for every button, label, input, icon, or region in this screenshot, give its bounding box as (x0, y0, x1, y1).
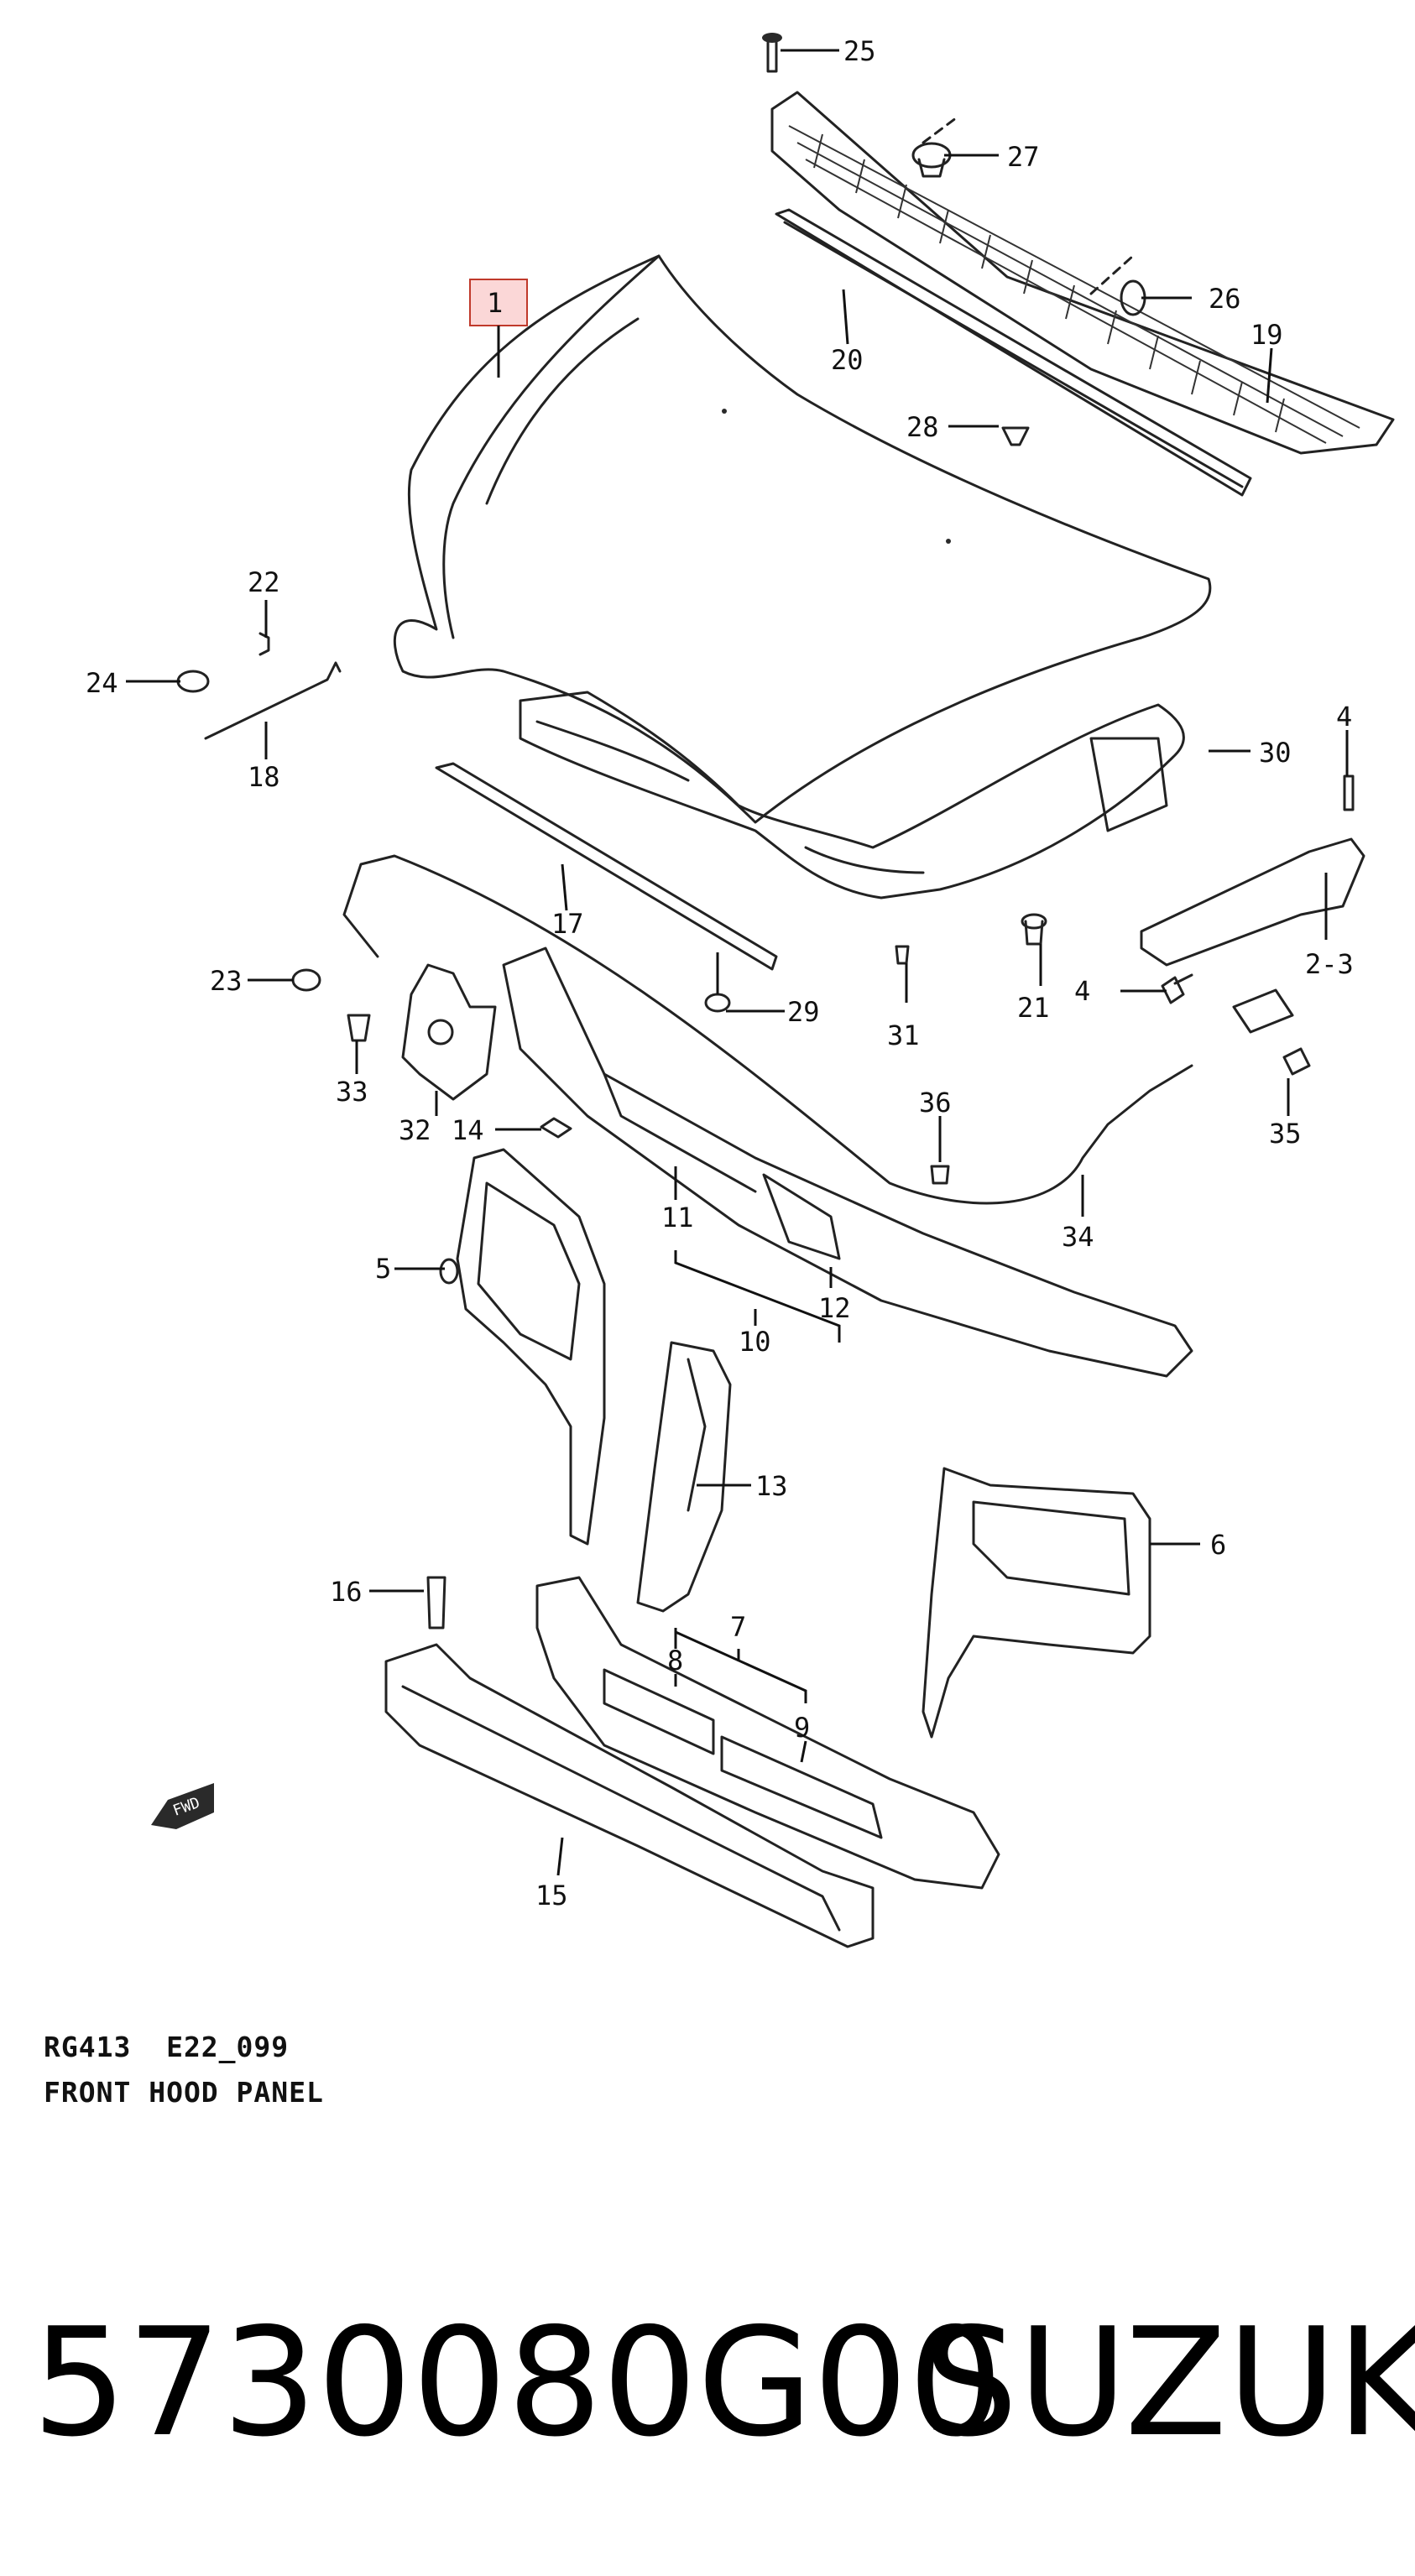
hood-hinge-bracket (1140, 837, 1365, 967)
hood-release-cable (342, 854, 1193, 1205)
callout-34: 34 (1062, 1221, 1094, 1253)
callout-11: 11 (661, 1202, 694, 1233)
callout-9: 9 (794, 1712, 810, 1744)
cowl-seal (775, 208, 1252, 497)
callout-22: 22 (248, 566, 280, 598)
callout-36: 36 (919, 1087, 952, 1119)
callout-31: 31 (887, 1019, 920, 1051)
callout-18: 18 (248, 761, 280, 793)
hood-support-rod (204, 661, 342, 740)
leader-lines (126, 49, 1349, 1876)
highlight-box (469, 279, 528, 326)
callout-4b: 4 (1074, 975, 1090, 1007)
side-member-right (922, 1467, 1151, 1739)
callout-7: 7 (730, 1611, 746, 1643)
callout-1: 1 (487, 287, 503, 319)
brand-name: SUZUKI (923, 2296, 1415, 2469)
callout-21: 21 (1017, 992, 1050, 1024)
lower-support-member (535, 1576, 1000, 1890)
bumper-reinforcement (384, 1643, 875, 1948)
side-member-left (456, 1148, 606, 1546)
callout-27: 27 (1007, 141, 1040, 173)
upper-support-member (502, 946, 1193, 1378)
callout-2-3: 2-3 (1305, 948, 1354, 980)
callout-20: 20 (831, 344, 864, 376)
callout-10: 10 (739, 1326, 771, 1358)
callout-14: 14 (452, 1114, 484, 1146)
callout-26: 26 (1209, 283, 1241, 315)
callout-33: 33 (336, 1076, 368, 1108)
callout-17: 17 (551, 908, 584, 940)
callout-30: 30 (1259, 737, 1292, 769)
fasteners (176, 33, 1355, 1630)
hood-insulator (519, 691, 1185, 900)
callout-15: 15 (535, 1880, 568, 1911)
callout-35: 35 (1269, 1118, 1302, 1150)
callout-25: 25 (843, 35, 876, 67)
part-number: 5730080G00 (32, 2296, 1004, 2469)
callout-labels: 1 2-3 4 4 5 6 7 8 9 10 11 12 13 14 15 16… (86, 35, 1354, 1911)
callout-32: 32 (399, 1114, 431, 1146)
callout-29: 29 (787, 996, 820, 1028)
callout-24: 24 (86, 667, 118, 699)
cowl-top-grille (770, 91, 1395, 455)
exploded-parts-diagram: FWD (86, 33, 1395, 1948)
callout-5: 5 (375, 1253, 391, 1285)
hood-panel (393, 254, 1212, 824)
hood-seal-strip (435, 762, 778, 971)
diagram-code: RG413 E22_099 (44, 2031, 290, 2063)
callout-28: 28 (906, 411, 939, 443)
diagram-title: FRONT HOOD PANEL (44, 2076, 324, 2109)
forward-direction-badge: FWD (151, 1783, 214, 1829)
callout-13: 13 (755, 1470, 788, 1502)
callout-16: 16 (330, 1576, 363, 1608)
center-stay (636, 1341, 732, 1613)
hood-lock (401, 963, 497, 1101)
callout-4a: 4 (1336, 701, 1352, 733)
callout-19: 19 (1251, 319, 1283, 351)
callout-23: 23 (210, 965, 243, 997)
callout-8: 8 (667, 1645, 683, 1676)
callout-6: 6 (1210, 1529, 1226, 1561)
callout-12: 12 (818, 1292, 851, 1324)
